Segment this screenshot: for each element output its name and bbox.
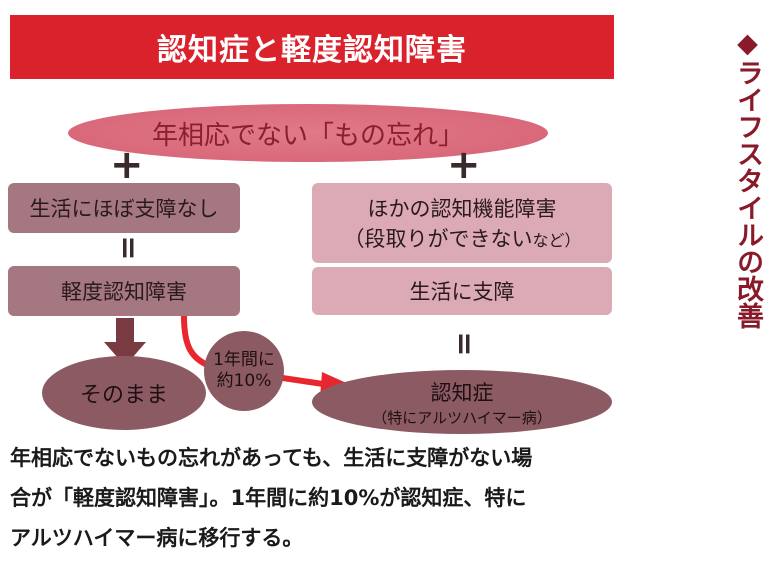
right-condition-line2: （段取りができないなど） xyxy=(343,227,581,251)
caption-line2: 合が「軽度認知障害」。1年間に約10%が認知症、特に xyxy=(10,486,527,510)
transition-rate-circle: 1年間に 約10% xyxy=(204,331,284,411)
dementia-label: 認知症 xyxy=(430,380,494,405)
down-arrow-icon xyxy=(104,318,146,366)
top-condition-ellipse: 年相応でない「もの忘れ」 xyxy=(68,104,548,162)
side-heading: ◆ライフスタイルの改善 xyxy=(732,28,763,329)
dementia-sub-label: （特にアルツハイマー病） xyxy=(372,408,552,427)
mci-label: 軽度認知障害 xyxy=(61,280,187,304)
life-impact-label: 生活に支障 xyxy=(409,280,515,304)
transition-line2: 約10% xyxy=(216,371,272,391)
right-condition-line1: ほかの認知機能障害 xyxy=(367,197,557,221)
life-impact-box: 生活に支障 xyxy=(312,267,612,315)
top-condition-label: 年相応でない「もの忘れ」 xyxy=(151,120,464,151)
left-condition-label: 生活にほぼ支障なし xyxy=(29,197,219,221)
dementia-ellipse: 認知症 （特にアルツハイマー病） xyxy=(312,370,612,434)
caption-line1: 年相応でないもの忘れがあっても、生活に支障がない場 xyxy=(10,446,533,470)
right-condition-box: ほかの認知機能障害 （段取りができないなど） xyxy=(312,183,612,263)
caption: 年相応でないもの忘れがあっても、生活に支障がない場 合が「軽度認知障害」。1年間… xyxy=(10,438,610,558)
caption-line3: アルツハイマー病に移行する。 xyxy=(10,526,304,550)
mci-box: 軽度認知障害 xyxy=(8,266,240,316)
diagram-title: 認知症と軽度認知障害 xyxy=(10,15,614,79)
transition-line1: 1年間に xyxy=(213,350,275,370)
unchanged-label: そのまま xyxy=(79,383,168,408)
unchanged-ellipse: そのまま xyxy=(42,356,206,430)
plus-right: + xyxy=(447,142,481,188)
plus-left: + xyxy=(110,142,144,188)
left-condition-box: 生活にほぼ支障なし xyxy=(8,183,240,233)
